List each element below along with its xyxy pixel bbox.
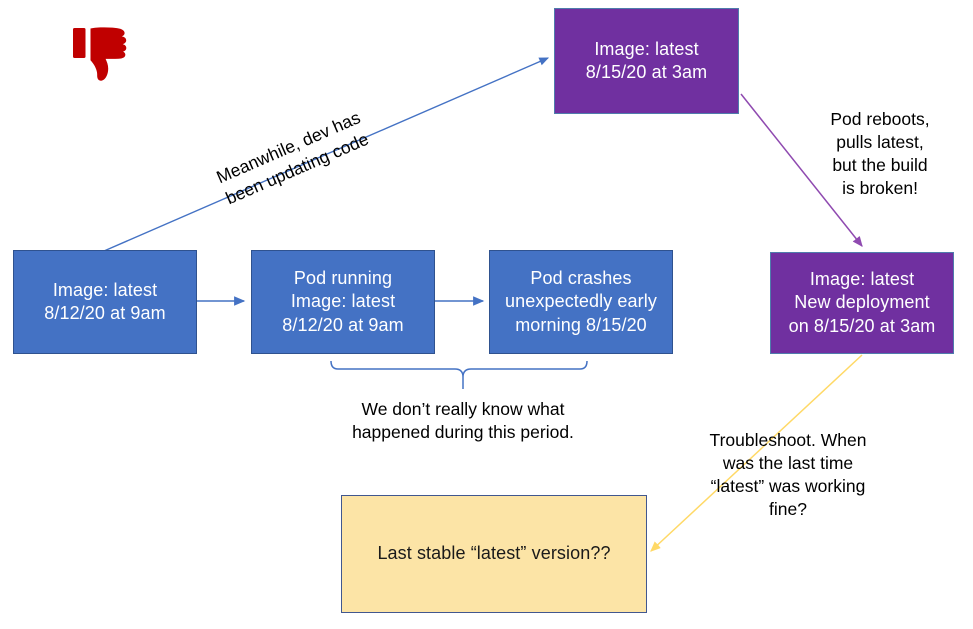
caption-dev-updating-code: Meanwhile, dev has been updating code <box>213 107 372 209</box>
period-bracket <box>330 360 588 378</box>
node-image-latest-start[interactable]: Image: latest 8/12/20 at 9am <box>13 250 197 354</box>
caption-unknown-period: We don’t really know what happened durin… <box>352 399 574 443</box>
node-pod-crashes[interactable]: Pod crashes unexpectedly early morning 8… <box>489 250 673 354</box>
caption-pod-reboots: Pod reboots, pulls latest, but the build… <box>830 109 930 199</box>
node-image-latest-top[interactable]: Image: latest 8/15/20 at 3am <box>554 8 739 114</box>
node-last-stable-version[interactable]: Last stable “latest” version?? <box>341 495 647 613</box>
caption-troubleshoot: Troubleshoot. When was the last time “la… <box>709 430 867 520</box>
node-new-deployment[interactable]: Image: latest New deployment on 8/15/20 … <box>770 252 954 354</box>
thumbs-down-icon <box>73 27 127 81</box>
node-pod-running[interactable]: Pod running Image: latest 8/12/20 at 9am <box>251 250 435 354</box>
